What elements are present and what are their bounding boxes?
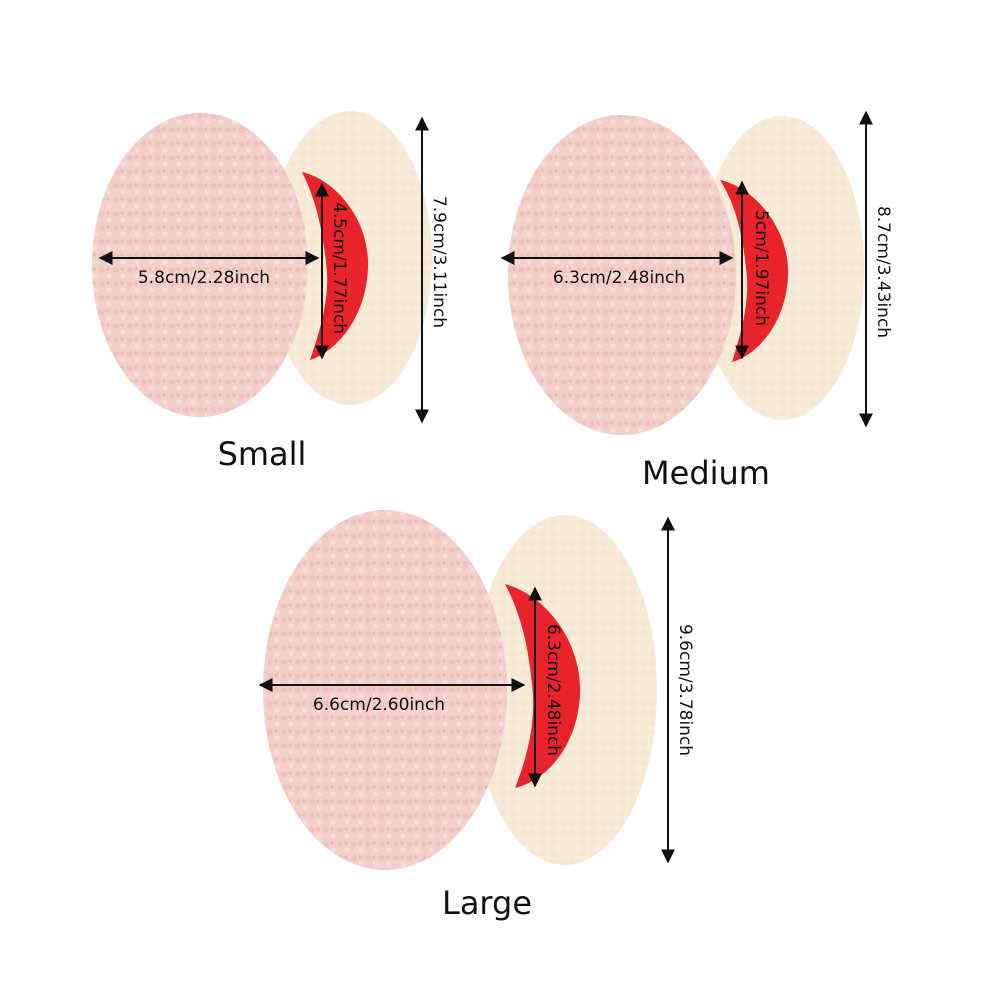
red-lining — [505, 584, 581, 788]
earmuff-medium: 6.3cm/2.48inch 5cm/1.97inch 8.7cm/3.43in… — [500, 110, 893, 492]
height-label: 9.6cm/3.78inch — [675, 624, 695, 756]
pink-front-pad-texture — [508, 115, 736, 435]
earmuff-small: 5.8cm/2.28inch 4.5cm/1.77inch 7.9cm/3.11… — [92, 111, 449, 473]
size-name-medium: Medium — [642, 454, 770, 492]
red-lining — [302, 172, 369, 360]
red-lining — [720, 180, 789, 362]
inner-label: 6.3cm/2.48inch — [543, 624, 563, 756]
pink-front-pad-texture — [263, 510, 507, 870]
width-label: 6.3cm/2.48inch — [553, 268, 685, 288]
width-label: 5.8cm/2.28inch — [138, 268, 270, 288]
inner-label: 4.5cm/1.77inch — [329, 202, 349, 334]
size-name-small: Small — [218, 435, 307, 473]
width-label: 6.6cm/2.60inch — [313, 695, 445, 715]
earmuff-large: 6.6cm/2.60inch 6.3cm/2.48inch 9.6cm/3.78… — [258, 510, 695, 922]
height-label: 7.9cm/3.11inch — [429, 196, 449, 328]
size-name-large: Large — [442, 884, 532, 922]
pink-front-pad-texture — [92, 113, 308, 417]
height-label: 8.7cm/3.43inch — [873, 206, 893, 338]
inner-label: 5cm/1.97inch — [751, 210, 771, 326]
